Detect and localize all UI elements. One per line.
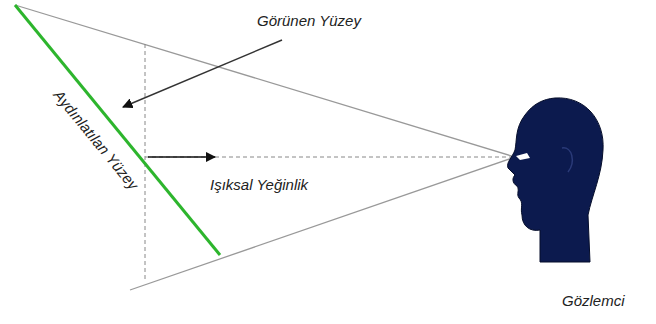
quantity-label: Işıksal Yeğinlik: [208, 176, 310, 194]
observer-label: Gözlemci: [560, 292, 627, 310]
leader-arrow: [123, 40, 282, 107]
ear: [562, 148, 572, 172]
sight-axis: [145, 157, 515, 158]
observer-head: [508, 98, 604, 262]
eye: [516, 153, 530, 160]
luminance-arrow: [148, 156, 215, 158]
view-cone-bottom: [130, 157, 515, 290]
surface-label: Görünen Yüzey: [255, 12, 363, 30]
illuminated-surface: [15, 5, 220, 255]
